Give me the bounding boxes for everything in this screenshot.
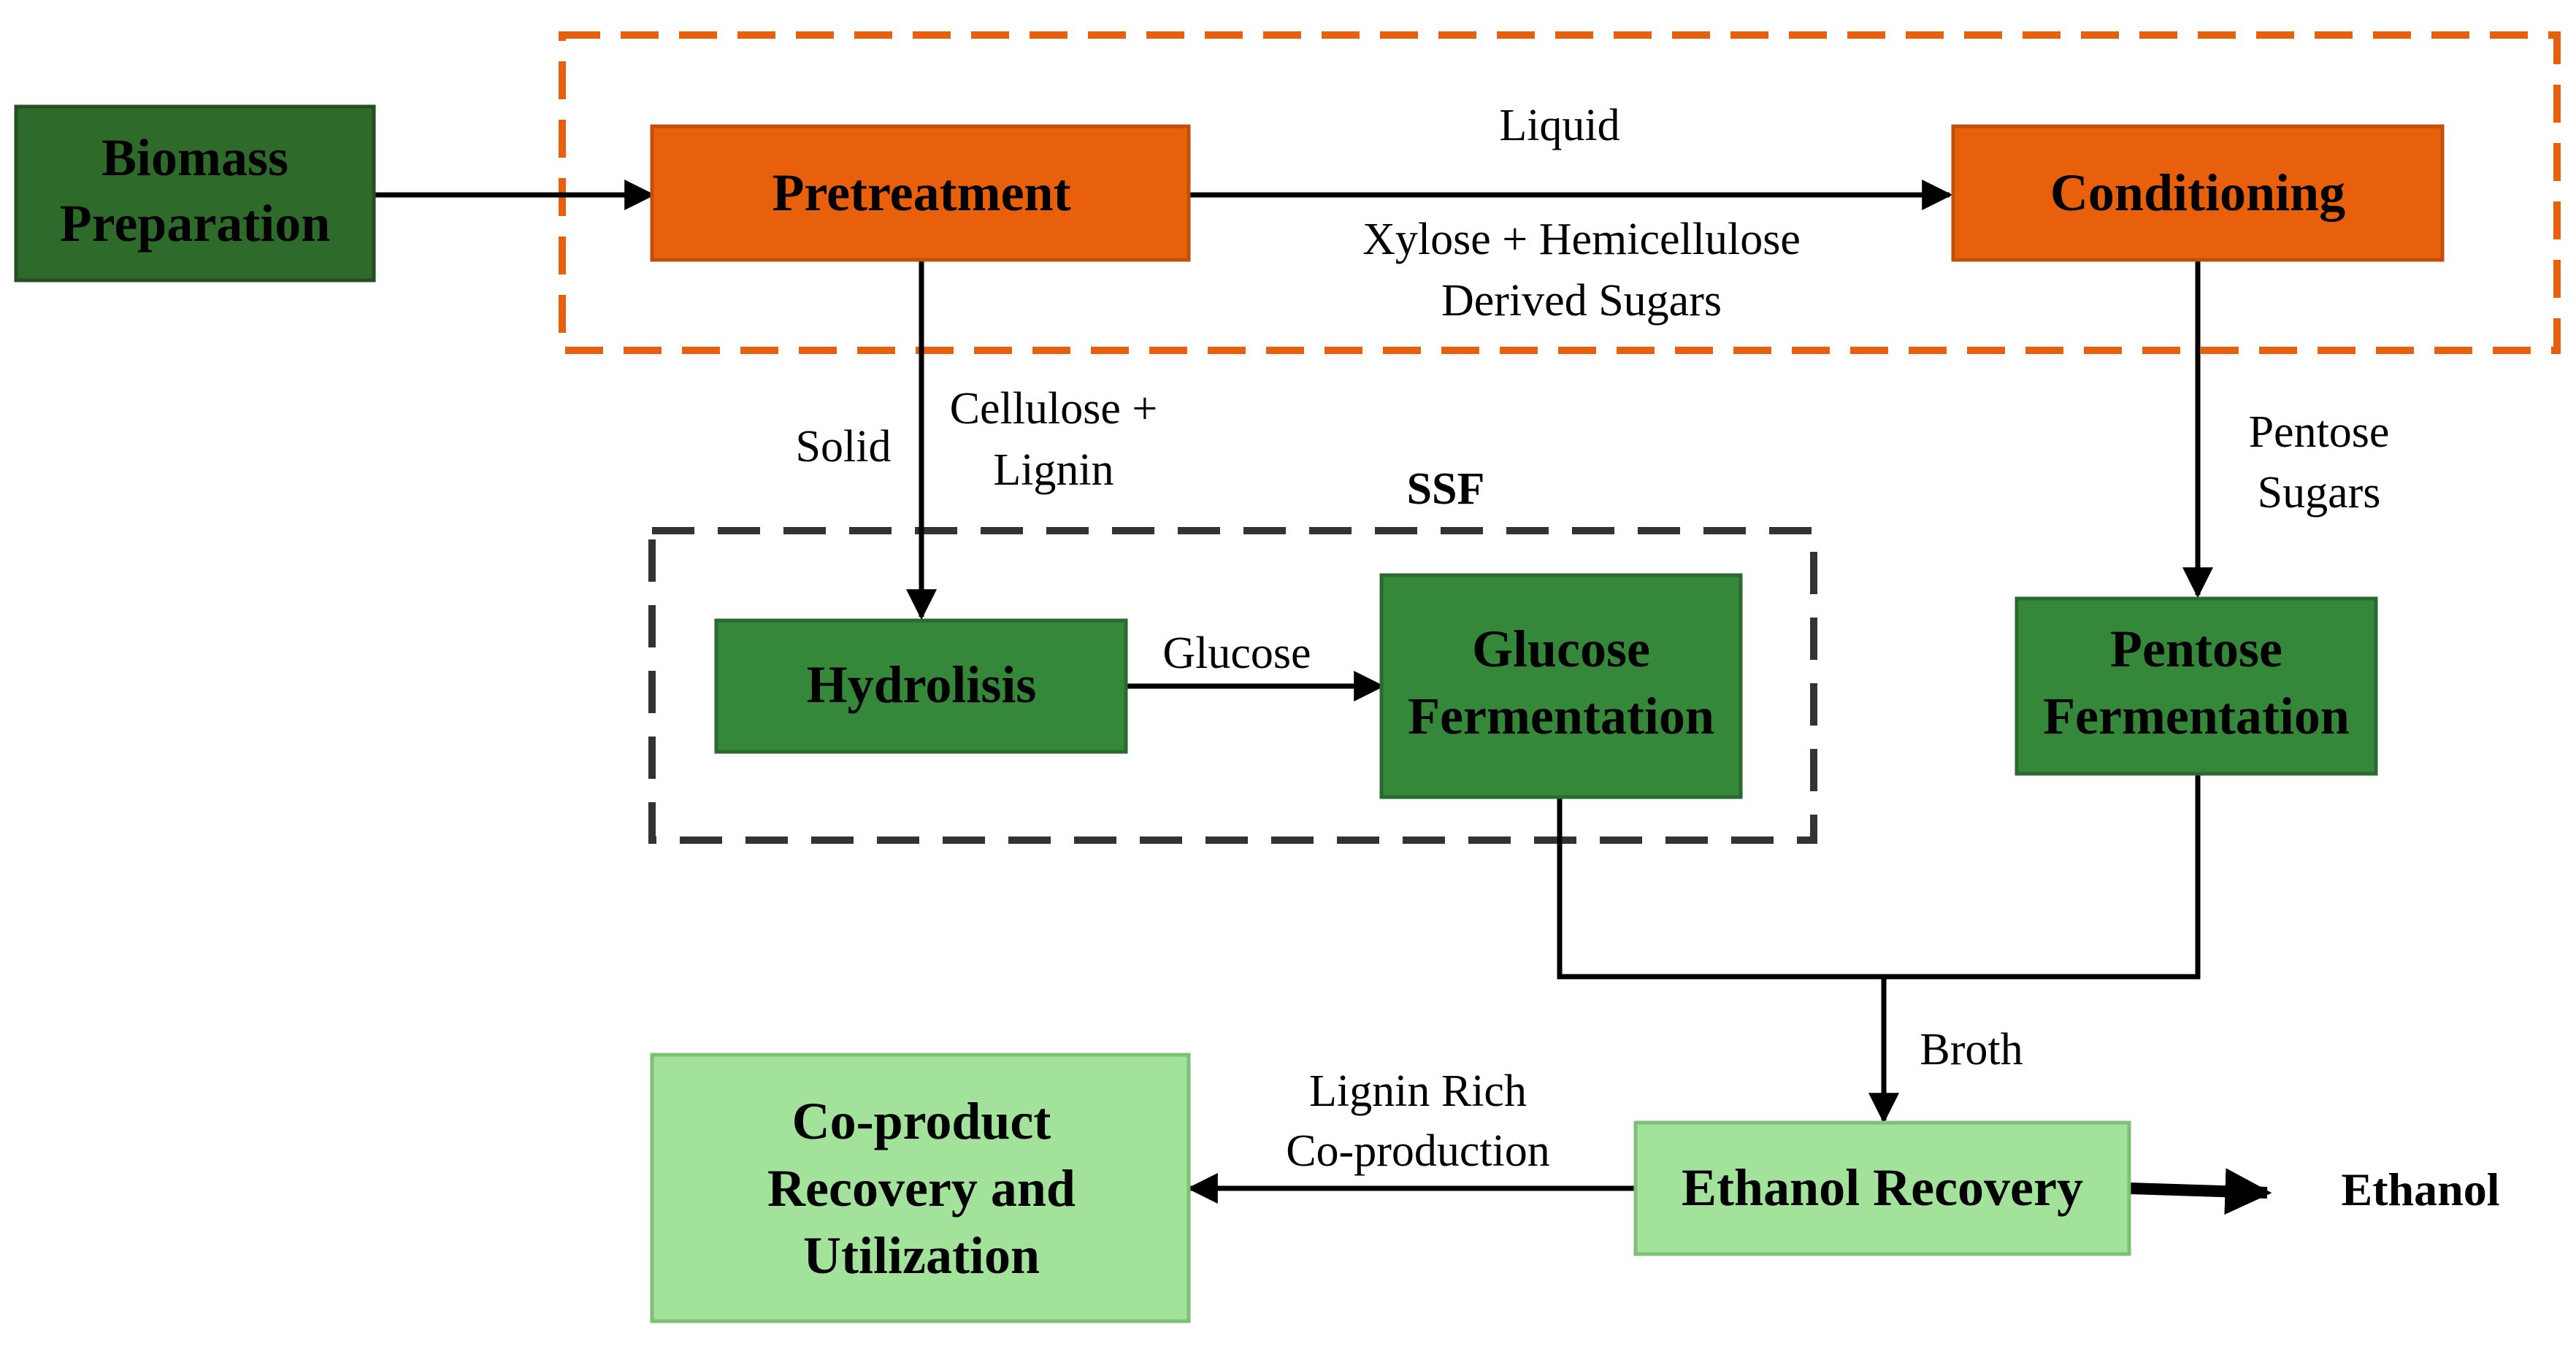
coproduct-label-line3: Utilization — [803, 1226, 1040, 1285]
biomass-preparation-label-line2: Preparation — [60, 194, 331, 253]
coproduct-recovery-box[interactable] — [650, 1053, 1191, 1323]
coproduct-label-line2: Recovery and — [767, 1159, 1076, 1218]
ethanol-recovery-label: Ethanol Recovery — [1682, 1158, 2083, 1217]
glucose-fermentation-label-line2: Fermentation — [1408, 687, 1714, 745]
biomass-preparation-label-line1: Biomass — [101, 128, 288, 187]
pentose-sugars-edge-label-line1: Pentose — [2249, 407, 2390, 457]
conditioning-box[interactable] — [1951, 124, 2445, 262]
pentose-fermentation-label-line1: Pentose — [2110, 620, 2282, 678]
pretreatment-label: Pretreatment — [772, 164, 1070, 222]
solid-edge-label: Solid — [796, 422, 892, 472]
arrow-ethanol-output — [2128, 1168, 2272, 1215]
hydrolisis-box[interactable] — [714, 618, 1128, 754]
ethanol-output-label: Ethanol — [2342, 1164, 2500, 1215]
glucose-fermentation-label-line1: Glucose — [1472, 620, 1650, 678]
broth-edge-label: Broth — [1920, 1025, 2023, 1074]
broth-merge-connector — [1557, 774, 2201, 980]
hydrolisis-label: Hydrolisis — [807, 655, 1037, 714]
liquid-edge-label: Liquid — [1499, 101, 1619, 150]
glucose-fermentation-box[interactable] — [1379, 573, 1743, 799]
pretreatment-box[interactable] — [650, 124, 1191, 262]
ssf-group-border — [648, 527, 1817, 844]
ethanol-recovery-box[interactable] — [1633, 1120, 2131, 1256]
ssf-group-title: SSF — [1407, 464, 1485, 514]
pentose-fermentation-box[interactable] — [2015, 596, 2378, 776]
lignin-edge-label-line1: Lignin Rich — [1309, 1066, 1527, 1116]
cellulose-edge-label-line2: Lignin — [993, 445, 1113, 495]
cellulose-edge-label-line1: Cellulose + — [950, 384, 1158, 434]
lignin-edge-label-line2: Co-production — [1286, 1126, 1550, 1176]
coproduct-label-line1: Co-product — [792, 1092, 1051, 1150]
glucose-edge-label: Glucose — [1162, 628, 1311, 678]
pentose-fermentation-label-line2: Fermentation — [2043, 687, 2350, 745]
xylose-edge-label-line1: Xylose + Hemicellulose — [1362, 215, 1801, 264]
pentose-sugars-edge-label-line2: Sugars — [2258, 468, 2381, 518]
xylose-edge-label-line2: Derived Sugars — [1441, 276, 1722, 326]
conditioning-label: Conditioning — [2050, 164, 2345, 222]
biomass-preparation-box[interactable] — [14, 104, 376, 282]
